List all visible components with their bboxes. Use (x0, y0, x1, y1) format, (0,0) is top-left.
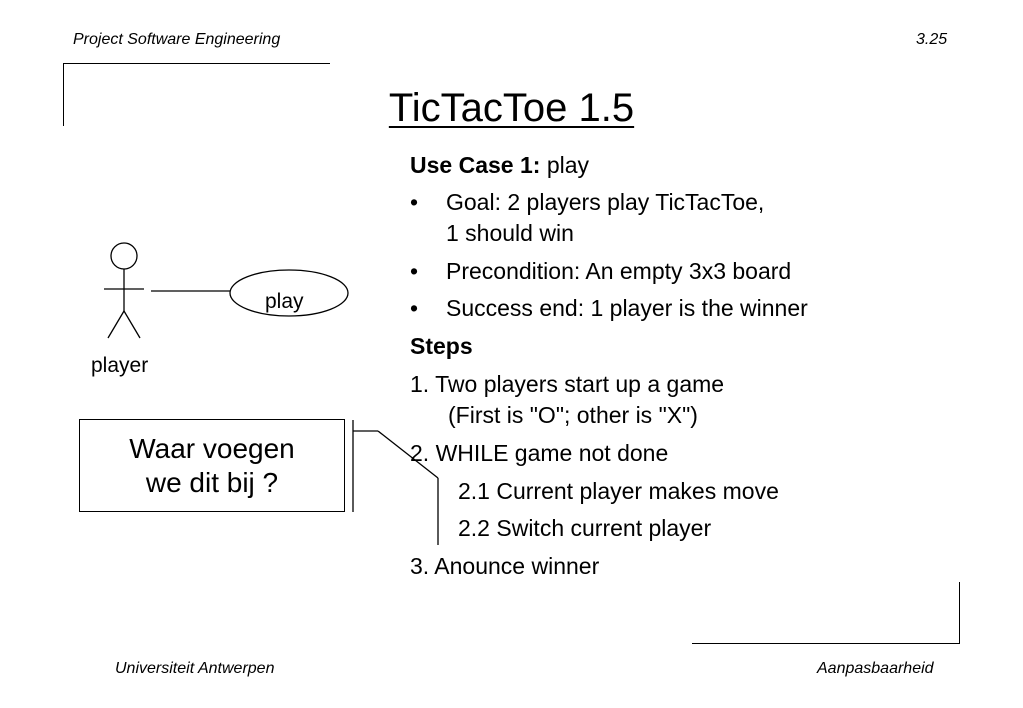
slide-title: TicTacToe 1.5 (388, 86, 635, 130)
step-3: 3. Anounce winner (410, 553, 600, 579)
steps-heading: Steps (410, 333, 473, 359)
step-2-2: 2.2 Switch current player (458, 515, 712, 541)
footer-university: Universiteit Antwerpen (115, 660, 275, 677)
corner-line-top-vertical (63, 63, 64, 126)
step-2: 2. WHILE game not done (410, 440, 669, 466)
actor-label: player (91, 354, 149, 377)
bullet-success-end-text: Success end: 1 player is the winner (446, 295, 808, 321)
corner-line-top-horizontal (63, 63, 330, 64)
actor-right-leg (123, 310, 141, 339)
use-case-heading-name: play (546, 152, 590, 178)
bullet-symbol: • (410, 295, 419, 321)
header-slide-number: 3.25 (916, 31, 948, 48)
note-line-2: we dit bij ? (145, 467, 279, 498)
bullet-goal: • Goal: 2 players play TicTacToe, 1 shou… (410, 187, 950, 247)
actor-head (110, 242, 138, 270)
use-case-heading-label: Use Case 1: (410, 152, 541, 178)
header-course: Project Software Engineering (73, 31, 281, 48)
footer-topic: Aanpasbaarheid (817, 660, 934, 677)
note-line-1: Waar voegen (129, 433, 295, 464)
bullet-precondition-text: Precondition: An empty 3x3 board (446, 258, 792, 284)
use-case-ellipse (229, 269, 349, 317)
note-connector-diagonal (377, 430, 439, 479)
corner-line-bottom-vertical (959, 582, 960, 644)
step-1-line-2: (First is "O"; other is "X") (448, 402, 698, 428)
corner-line-bottom-horizontal (692, 643, 960, 644)
bullet-symbol: • (410, 189, 419, 215)
note-box: Waar voegen we dit bij ? (79, 419, 345, 512)
use-case-heading: Use Case 1: play (410, 150, 589, 180)
step-2-1: 2.1 Current player makes move (458, 478, 779, 504)
use-case-label: play (265, 290, 304, 313)
actor-left-leg (107, 310, 125, 339)
step-1-line-1: 1. Two players start up a game (410, 371, 725, 397)
bullet-goal-line-1: Goal: 2 players play TicTacToe, (446, 189, 765, 215)
bullet-goal-line-2: 1 should win (446, 220, 574, 246)
bullet-symbol: • (410, 258, 419, 284)
